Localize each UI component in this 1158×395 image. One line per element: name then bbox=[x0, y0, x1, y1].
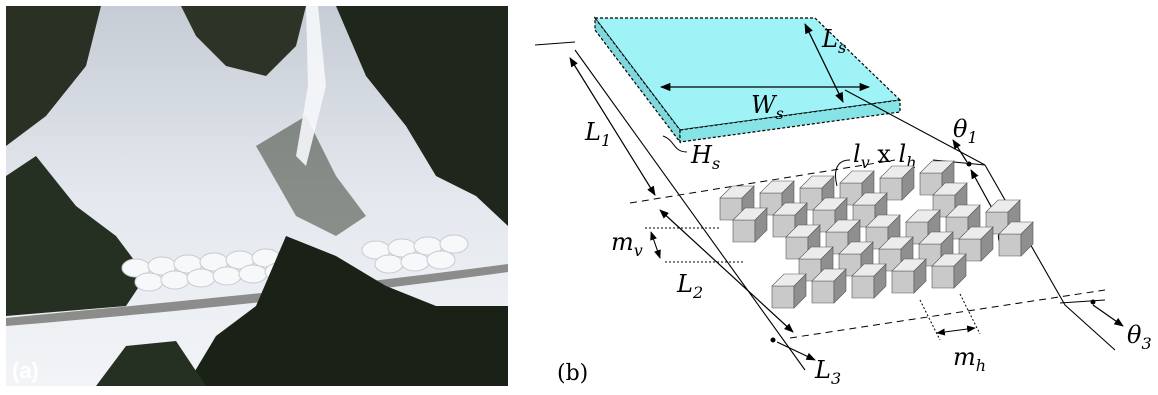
slab-height-leader bbox=[662, 135, 688, 153]
cube-top-face bbox=[958, 226, 994, 240]
cube-top-face bbox=[998, 221, 1034, 235]
slope-edge-low bbox=[1064, 304, 1116, 351]
cube-top-face bbox=[772, 202, 808, 216]
label-theta3: θ3 bbox=[1127, 321, 1152, 353]
zone-bottom-line bbox=[789, 289, 1106, 339]
slope-edge-top bbox=[844, 89, 986, 166]
label-L1: L1 bbox=[584, 118, 611, 150]
schematic-diagram: Ls Ws Hs L1 L2 L3 θ1 θ2 θ3 bbox=[534, 16, 1152, 388]
obstacle-cube bbox=[811, 268, 847, 304]
cube-top-face bbox=[905, 209, 941, 223]
cube-top-face bbox=[838, 241, 874, 255]
cube-top-face bbox=[798, 246, 834, 260]
L3-arrow bbox=[776, 341, 816, 361]
cube-top-face bbox=[811, 268, 847, 282]
cube-top-face bbox=[771, 273, 807, 287]
cube-top-face bbox=[732, 207, 768, 221]
cube-top-face bbox=[852, 192, 888, 206]
cube-top-face bbox=[825, 219, 861, 233]
cube-top-face bbox=[851, 263, 887, 277]
schematic-panel: Ls Ws Hs L1 L2 L3 θ1 θ2 θ3 bbox=[515, 0, 1158, 390]
obstacle-zone-outline bbox=[629, 159, 1106, 339]
theta1-arrow bbox=[952, 139, 968, 163]
obstacle-cube bbox=[998, 221, 1034, 257]
panel-a-label: (a) bbox=[12, 358, 39, 383]
cube-front-face bbox=[771, 285, 795, 309]
theta3-dot bbox=[1090, 299, 1096, 305]
photo-panel: (a) bbox=[6, 6, 508, 386]
cube-top-face bbox=[891, 258, 927, 272]
slab-front-face bbox=[679, 99, 901, 143]
mv-arrow bbox=[650, 231, 661, 259]
mh-line-left bbox=[919, 299, 941, 341]
cube-top-face bbox=[919, 160, 955, 174]
forest-patch-right bbox=[336, 6, 508, 226]
cube-front-face bbox=[891, 270, 915, 294]
rock-band bbox=[256, 116, 366, 236]
label-L2: L2 bbox=[676, 270, 703, 302]
theta3-tick bbox=[1059, 299, 1106, 304]
snow-slab bbox=[593, 16, 902, 153]
label-theta1: θ1 bbox=[953, 115, 978, 147]
cube-top-face bbox=[985, 199, 1021, 213]
label-L3: L3 bbox=[814, 356, 841, 388]
obstacle-cube bbox=[931, 253, 967, 289]
mountain-photo: (a) bbox=[6, 6, 508, 386]
obstacle-cube bbox=[732, 207, 768, 243]
theta1-dot bbox=[966, 161, 972, 167]
cube-top-face bbox=[812, 197, 848, 211]
lvlh-leader bbox=[835, 159, 851, 187]
forest-patch-bottom bbox=[186, 236, 508, 386]
label-mh: mh bbox=[953, 343, 986, 375]
cube-top-face bbox=[719, 185, 755, 199]
cube-top-face bbox=[945, 204, 981, 218]
theta3-arrow bbox=[1092, 304, 1124, 327]
cube-front-face bbox=[851, 275, 875, 299]
obstacle-cube bbox=[851, 263, 887, 299]
mv-dimension bbox=[645, 227, 745, 263]
label-mv: mv bbox=[611, 228, 643, 260]
label-lvlh: lv x lh bbox=[853, 140, 917, 172]
cube-top-face bbox=[878, 236, 914, 250]
cube-front-face bbox=[732, 219, 756, 243]
cube-top-face bbox=[799, 175, 835, 189]
panel-b-label: (b) bbox=[557, 361, 588, 386]
forest-patch-bottom-left bbox=[96, 341, 206, 386]
L2-arrow bbox=[659, 209, 794, 333]
obstacle-cube bbox=[891, 258, 927, 294]
L1-arrow bbox=[569, 57, 656, 196]
cube-top-face bbox=[879, 165, 915, 179]
cube-top-face bbox=[839, 170, 875, 184]
cube-front-face bbox=[931, 265, 955, 289]
obstacle-cube bbox=[771, 273, 807, 309]
forest-patch-top-center bbox=[181, 6, 306, 76]
cube-top-face bbox=[865, 214, 901, 228]
slope-top-tick bbox=[534, 41, 576, 46]
cube-top-face bbox=[918, 231, 954, 245]
forest-patch-left bbox=[6, 156, 146, 316]
cube-top-face bbox=[931, 253, 967, 267]
mh-line-right bbox=[959, 293, 981, 335]
zone-top-line bbox=[629, 159, 896, 204]
L3-dot bbox=[770, 337, 776, 343]
cube-top-face bbox=[932, 182, 968, 196]
cube-top-face bbox=[785, 224, 821, 238]
mh-arrow bbox=[936, 325, 976, 336]
cube-front-face bbox=[811, 280, 835, 304]
label-Hs: Hs bbox=[690, 141, 720, 173]
obstacle-cubes bbox=[719, 160, 1034, 309]
label-Ls: Ls bbox=[821, 25, 846, 57]
cube-top-face bbox=[759, 180, 795, 194]
cube-front-face bbox=[998, 233, 1022, 257]
road bbox=[6, 264, 508, 326]
label-Ws: Ws bbox=[751, 91, 784, 123]
avalanche-path bbox=[296, 6, 326, 166]
forest-patch-left-top bbox=[6, 6, 101, 146]
obstacle-cube bbox=[772, 202, 808, 238]
mh-dimension bbox=[919, 293, 981, 341]
